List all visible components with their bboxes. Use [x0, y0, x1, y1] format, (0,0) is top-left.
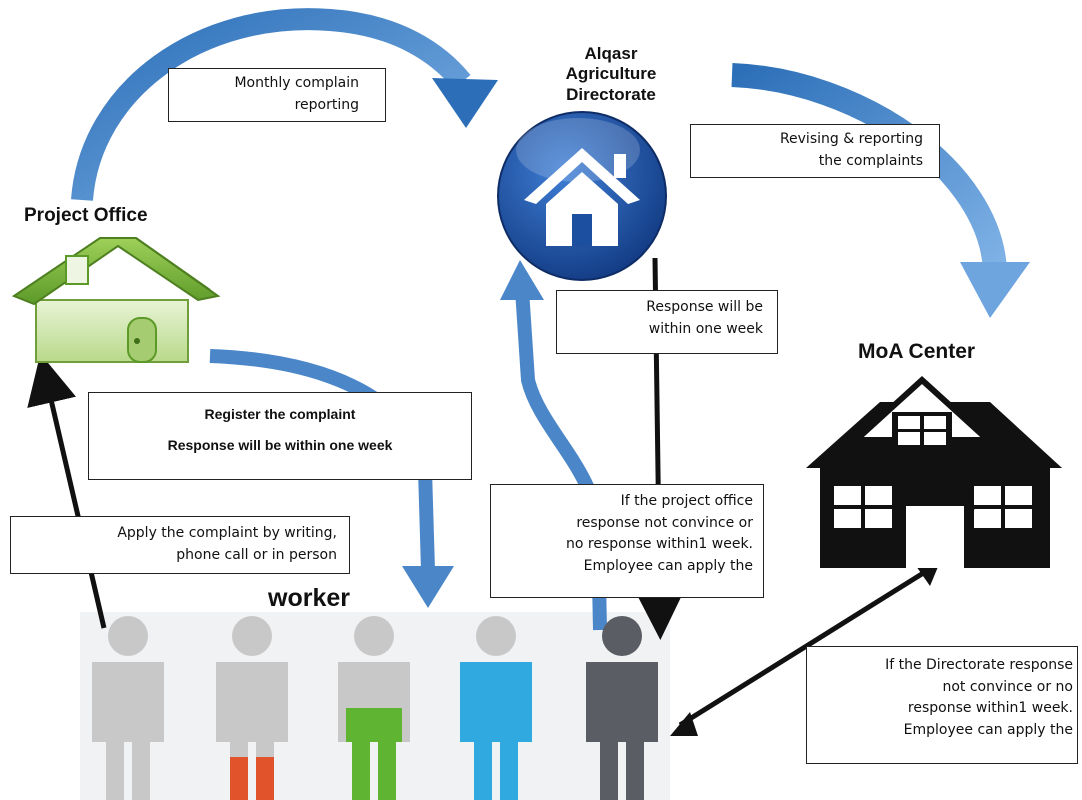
box-line: Apply the complaint by writing, — [117, 525, 337, 541]
worker-figure-icon — [216, 616, 288, 800]
arrow-worker-to-office — [27, 353, 107, 629]
box-line: reporting — [294, 96, 359, 113]
box-line: Response will be — [646, 299, 763, 315]
apply-box: Apply the complaint by writing, phone ca… — [10, 516, 350, 574]
worker-figure-icon — [92, 616, 164, 800]
directorate-escalation-box: If the Directorate response not convince… — [806, 646, 1078, 764]
worker-figure-icon — [338, 616, 410, 800]
directorate-response-box: Response will be within one week — [556, 290, 778, 354]
worker-figure-icon — [586, 616, 658, 800]
monthly-report-box: Monthly complain reporting — [168, 68, 386, 122]
box-line: Response will be within one week — [167, 436, 393, 453]
box-line: If the Directorate response — [885, 657, 1073, 673]
green-house-icon — [11, 237, 221, 363]
register-box: Register the complaint Response will be … — [88, 392, 472, 480]
directorate-title-line: Agriculture — [565, 64, 657, 84]
box-line: no response within1 week. — [566, 536, 753, 553]
box-line: Monthly complain — [234, 75, 359, 91]
box-line: If the project office — [620, 493, 753, 509]
moa-building-icon — [806, 375, 1062, 568]
worker-title: worker — [268, 584, 350, 612]
box-line: Revising & reporting — [779, 131, 923, 147]
arc-office-to-directorate — [71, 8, 498, 201]
project-escalation-box: If the project office response not convi… — [490, 484, 764, 598]
revising-box: Revising & reporting the complaints — [690, 124, 940, 178]
arc-directorate-to-moa — [731, 63, 1030, 318]
project-office-title: Project Office — [24, 205, 148, 226]
box-line: within one week — [648, 320, 763, 337]
box-line: Employee can apply the — [583, 558, 753, 575]
box-line: phone call or in person — [176, 546, 337, 563]
box-line: response not convince or — [576, 514, 753, 531]
directorate-title: Alqasr Agriculture Directorate — [556, 44, 666, 105]
directorate-title-line: Directorate — [566, 84, 656, 104]
box-line: the complaints — [818, 152, 923, 169]
box-line: response within1 week. — [907, 700, 1073, 717]
moa-center-title: MoA Center — [858, 340, 976, 363]
directorate-title-line: Alqasr — [584, 44, 638, 63]
box-line: Employee can apply the — [903, 722, 1073, 739]
worker-figure-icon — [460, 616, 532, 800]
directorate-house-icon — [497, 111, 667, 281]
box-line: not convince or no — [942, 678, 1073, 695]
box-line: Register the complaint — [204, 406, 356, 422]
